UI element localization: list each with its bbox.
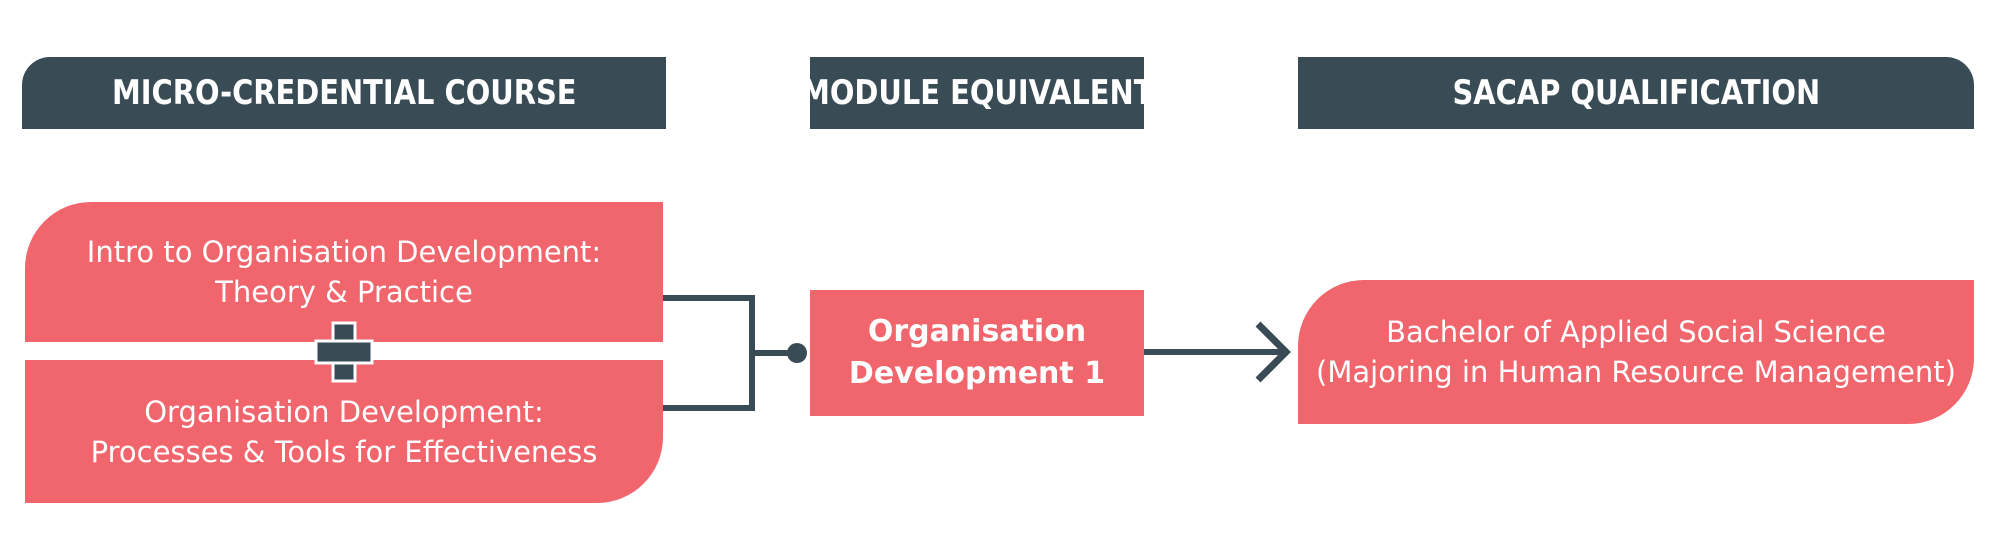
course-box-line: Theory & Practice bbox=[215, 275, 473, 309]
header-micro-credential-course: MICRO-CREDENTIAL COURSE bbox=[22, 57, 666, 129]
connector-dot bbox=[787, 343, 807, 363]
arrow-right-icon bbox=[1255, 321, 1291, 383]
course-box-od-processes: Organisation Development: Processes & To… bbox=[25, 360, 663, 503]
module-box-line: Organisation bbox=[867, 314, 1087, 349]
plus-icon bbox=[314, 321, 374, 383]
module-box-od1: Organisation Development 1 bbox=[810, 290, 1144, 416]
course-box-line: Intro to Organisation Development: bbox=[86, 235, 602, 269]
course-box-line: Organisation Development: bbox=[144, 394, 544, 429]
course-box-intro-od: Intro to Organisation Development: Theor… bbox=[25, 202, 663, 342]
header-sacap-qualification: SACAP QUALIFICATION bbox=[1298, 57, 1974, 129]
bracket-connector bbox=[663, 295, 795, 411]
header-module-equivalent: MODULE EQUIVALENT bbox=[801, 57, 1153, 129]
module-box-line: Development 1 bbox=[848, 356, 1106, 391]
qualification-box-line: (Majoring in Human Resource Management) bbox=[1316, 355, 1956, 389]
qualification-box-line: Bachelor of Applied Social Science bbox=[1386, 315, 1886, 349]
course-box-line: Processes & Tools for Effectiveness bbox=[90, 434, 598, 469]
qualification-box-bachelor: Bachelor of Applied Social Science (Majo… bbox=[1298, 280, 1974, 424]
